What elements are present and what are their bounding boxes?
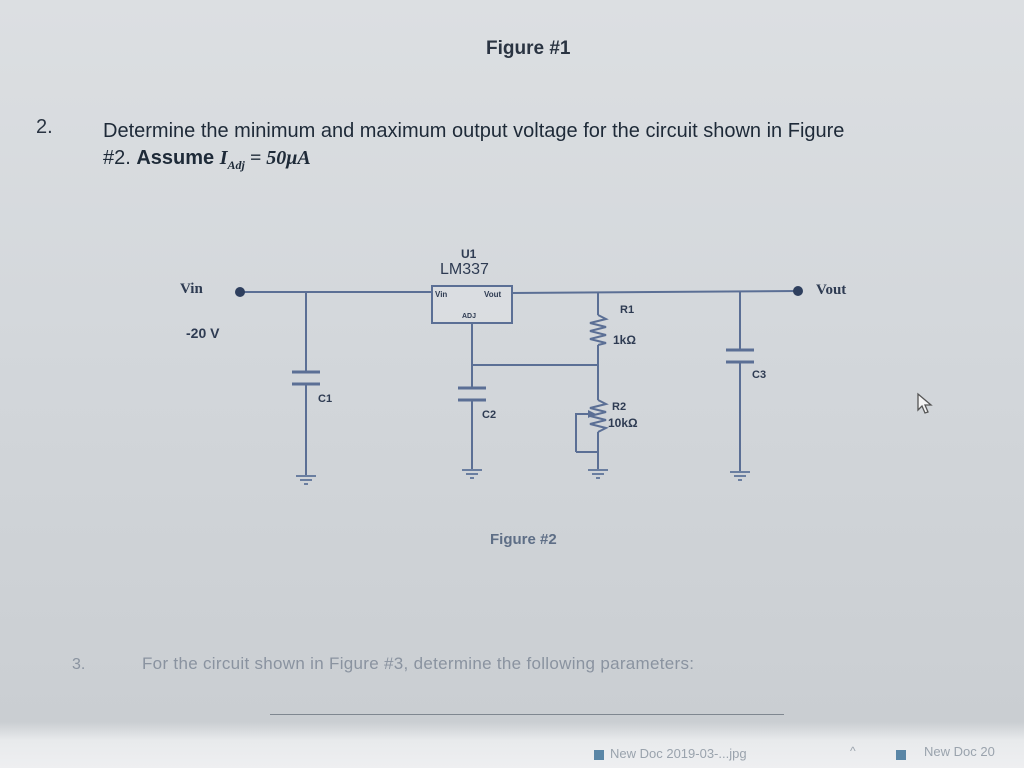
r1-resistor <box>589 314 609 346</box>
c2-capacitor <box>458 386 486 402</box>
r2-wiper <box>575 413 588 452</box>
c3-label: C3 <box>752 369 766 381</box>
question-3-number: 3. <box>72 656 86 673</box>
r2-wiper-arrow <box>588 410 596 418</box>
pin-vout-label: Vout <box>484 290 502 299</box>
figure-1-caption: Figure #1 <box>486 38 571 59</box>
question-2-line-1: Determine the minimum and maximum output… <box>103 120 845 142</box>
taskbar-item-doc-2[interactable]: New Doc 20 <box>924 744 995 759</box>
regulator-ref-label: U1 <box>461 247 477 261</box>
vout-terminal <box>793 286 803 296</box>
c1-label: C1 <box>318 393 332 405</box>
assume-label: Assume <box>136 147 220 169</box>
c3-capacitor <box>726 348 754 364</box>
r2-value-label: 10kΩ <box>608 416 638 430</box>
input-voltage-label: -20 V <box>186 325 220 341</box>
mouse-cursor-icon <box>917 392 933 414</box>
taskbar-item-doc-1[interactable]: New Doc 2019-03-...jpg <box>610 746 747 761</box>
question-3-text: For the circuit shown in Figure #3, dete… <box>142 654 695 673</box>
i-adj-subscript: Adj <box>227 158 245 172</box>
ground-c1 <box>296 475 316 485</box>
question-2-line-2-prefix: #2. <box>103 147 137 169</box>
i-adj-symbol: IAdj <box>219 147 245 172</box>
r2-ref-label: R2 <box>612 401 626 413</box>
i-adj-equation: = 50μA <box>244 147 311 169</box>
c2-label: C2 <box>482 409 496 421</box>
lm337-regulator <box>431 285 513 324</box>
r1-ref-label: R1 <box>620 304 634 316</box>
c1-capacitor <box>292 370 320 386</box>
taskbar-divider <box>270 714 784 715</box>
taskbar: New Doc 2019-03-...jpg ^ New Doc 20 <box>0 714 1024 768</box>
r2-potentiometer <box>589 399 609 433</box>
ground-r2 <box>588 469 608 479</box>
r1-value-label: 1kΩ <box>613 333 636 347</box>
pin-adj-label: ADJ <box>462 313 476 320</box>
input-label: Vin <box>180 281 203 297</box>
figure-2-caption: Figure #2 <box>490 531 557 548</box>
vin-terminal <box>235 287 245 297</box>
output-label: Vout <box>816 282 846 298</box>
image-file-icon-2 <box>896 750 906 760</box>
image-file-icon <box>594 750 604 760</box>
ground-c2 <box>462 469 482 479</box>
question-2-number: 2. <box>36 116 53 138</box>
circuit-wires <box>240 290 799 476</box>
ground-c3 <box>730 471 750 481</box>
regulator-part-label: LM337 <box>440 261 489 278</box>
question-2-text: Determine the minimum and maximum output… <box>103 118 1003 179</box>
chevron-up-icon[interactable]: ^ <box>850 744 856 758</box>
pin-vin-label: Vin <box>435 290 447 299</box>
